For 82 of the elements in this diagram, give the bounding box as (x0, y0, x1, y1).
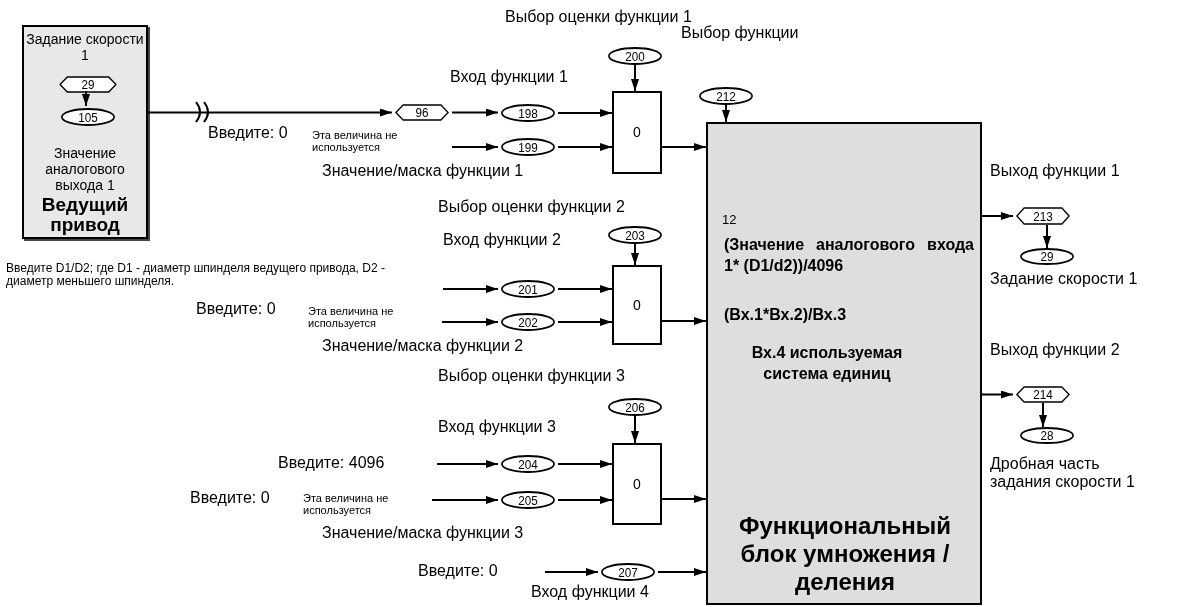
signal-label: Значение/маска функции 1 (322, 162, 524, 180)
signal-label: Вход функции 2 (443, 231, 561, 249)
arrow (557, 143, 613, 151)
signal-label: Выбор оценки функции 3 (438, 367, 625, 385)
parameter-ellipse: 202 (501, 313, 555, 331)
arrow (631, 64, 639, 92)
function-box: 0 (612, 91, 662, 174)
signal-label: Дробная часть задания скорости 1 (990, 455, 1136, 491)
arrow (1039, 402, 1047, 428)
parameter-ellipse: 212 (699, 87, 753, 105)
arrow (657, 568, 707, 576)
parameter-ellipse: 200 (608, 47, 662, 65)
parameter-hexagon: 214 (1016, 386, 1070, 403)
node-caption: Значение аналогового выхода 1 (44, 145, 126, 193)
note-text: Вх.4 используемая система единиц (750, 343, 904, 384)
signal-label: Значение/маска функции 2 (322, 337, 524, 355)
parameter-ellipse: 29 (1020, 248, 1074, 265)
arrow (147, 108, 393, 117)
parameter-ellipse: 201 (501, 280, 555, 298)
arrow (661, 317, 707, 325)
signal-label: Введите: 0 (418, 562, 498, 580)
signal-label: Выход функции 2 (990, 341, 1120, 359)
arrow (451, 108, 499, 117)
parameter-ellipse: 203 (608, 226, 662, 244)
signal-label: Введите: 0 (208, 124, 288, 142)
arrow (442, 285, 499, 293)
signal-label: Выбор оценки функции 2 (438, 198, 625, 216)
arrow (82, 90, 90, 107)
arrow (981, 212, 1014, 220)
note-text: Введите D1/D2; где D1 - диаметр шпинделя ведущего привода, D2 - диаметр меньшего шпинделя. (6, 262, 386, 289)
arrow (436, 460, 499, 468)
formula-text: (Значение аналогового входа 1* (D1/d2))/4096 (724, 235, 974, 276)
signal-label: Введите: 0 (190, 489, 270, 507)
arrow (441, 318, 499, 326)
signal-label: Введите: 4096 (278, 454, 385, 472)
parameter-hexagon: 213 (1016, 207, 1070, 225)
block-title: Функциональный блок умножения / деления (737, 512, 953, 596)
arrow (557, 285, 613, 293)
signal-label: Введите: 0 (196, 300, 276, 318)
arrow (661, 143, 707, 151)
drive-panel (22, 25, 148, 239)
note-text: Эта величина не используется (308, 305, 395, 330)
arrow (981, 390, 1014, 399)
arrow (631, 243, 639, 266)
arrow (1043, 224, 1051, 249)
arrow (722, 104, 730, 123)
node-title: Ведущий привод (40, 195, 130, 235)
parameter-ellipse: 28 (1020, 427, 1074, 444)
signal-label: Значение/маска функции 3 (322, 524, 524, 542)
note-text: Эта величина не используется (312, 129, 399, 154)
arrow (431, 496, 499, 504)
arrow (557, 460, 613, 468)
arrow (544, 568, 599, 576)
parameter-ellipse: 198 (501, 104, 555, 122)
parameter-ellipse: 204 (501, 455, 555, 473)
arrow (557, 109, 613, 117)
signal-number: 12 (722, 211, 738, 229)
arrow (557, 496, 613, 504)
signal-label: Задание скорости 1 (990, 270, 1138, 288)
function-box: 0 (612, 443, 662, 525)
arrow (451, 143, 499, 151)
function-box: 0 (612, 265, 662, 345)
signal-label: Выбор оценки функции 1 (505, 8, 692, 25)
arrow (557, 318, 613, 326)
parameter-ellipse: 105 (61, 108, 115, 126)
parameter-hexagon: 29 (59, 76, 117, 93)
arrow (661, 495, 707, 503)
note-text: Эта величина не используется (303, 492, 390, 517)
formula-text: (Вх.1*Вх.2)/Вх.3 (724, 305, 848, 325)
parameter-ellipse: 207 (601, 563, 655, 581)
parameter-ellipse: 206 (608, 398, 662, 416)
signal-label: Вход функции 4 (531, 583, 649, 601)
node-caption: Задание скорости 1 (25, 31, 145, 63)
signal-label: Вход функции 3 (438, 418, 556, 436)
signal-label: Вход функции 1 (450, 68, 568, 86)
parameter-hexagon: 96 (395, 104, 449, 121)
signal-label: Выход функции 1 (990, 162, 1120, 180)
arrow (631, 415, 639, 444)
parameter-ellipse: 205 (501, 491, 555, 509)
parameter-ellipse: 199 (501, 138, 555, 156)
signal-label: Выбор функции (681, 24, 799, 42)
function-block (706, 122, 982, 605)
